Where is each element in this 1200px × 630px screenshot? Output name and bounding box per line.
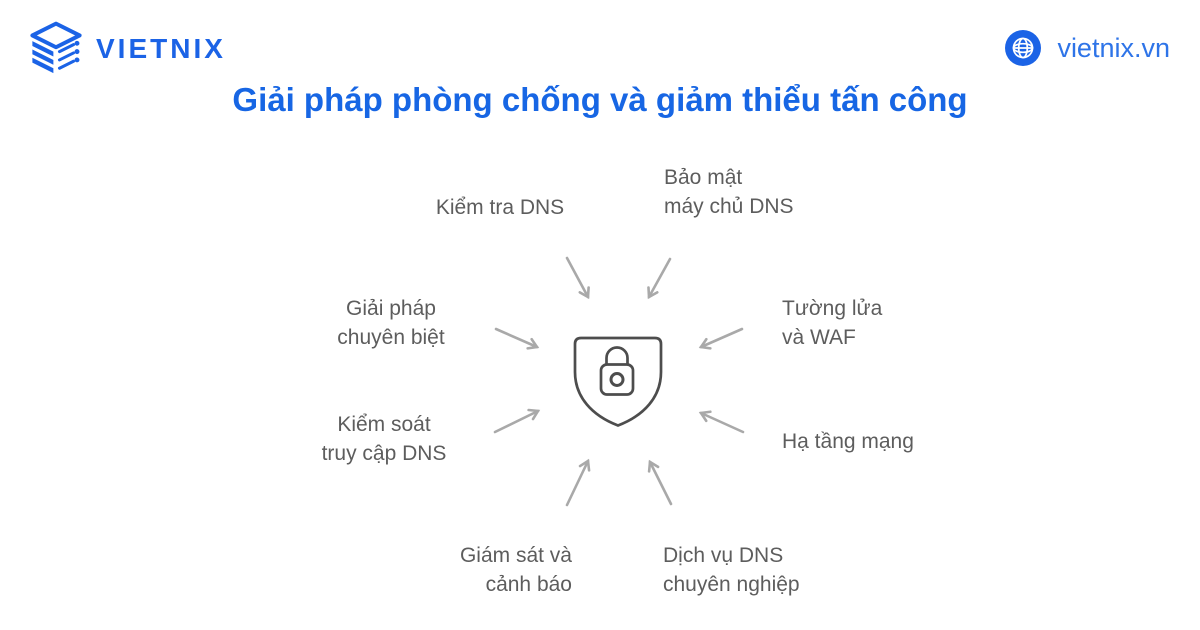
lock-body xyxy=(599,363,635,396)
page-title: Giải pháp phòng chống và giảm thiểu tấn … xyxy=(232,81,968,118)
arrow-kiem-soat-truy-cap-dns xyxy=(493,408,541,434)
arrow-giai-phap-chuyen-biet xyxy=(494,327,540,350)
diagram-label-dich-vu-dns-chuyen-nghiep: Dịch vụ DNS chuyên nghiệp xyxy=(663,544,800,596)
diagram-label-giai-phap-chuyen-biet: Giải pháp chuyên biệt xyxy=(337,297,445,349)
lock-shackle xyxy=(605,346,629,365)
arrow-bao-mat-may-chu-dns xyxy=(647,257,672,300)
shield-lock-icon xyxy=(573,336,663,427)
arrow-ha-tang-mang xyxy=(698,410,745,434)
vietnix-logo-text: VIETNIX xyxy=(96,33,226,64)
diagram-label-giam-sat-va-canh-bao: Giám sát và cảnh báo xyxy=(459,544,572,596)
lock-keyhole xyxy=(609,372,625,387)
diagram-label-ha-tang-mang: Hạ tầng mạng xyxy=(782,430,914,453)
diagram-label-kiem-soat-truy-cap-dns: Kiểm soát truy cập DNS xyxy=(321,413,447,465)
website-link: vietnix.vn xyxy=(1005,30,1170,66)
diagram-label-bao-mat-may-chu-dns: Bảo mật máy chủ DNS xyxy=(664,166,794,218)
website-text: vietnix.vn xyxy=(1057,32,1170,63)
arrow-kiem-tra-dns xyxy=(565,256,590,300)
diagram-arrows xyxy=(493,256,745,507)
globe-icon xyxy=(1005,30,1042,66)
arrow-giam-sat-va-canh-bao xyxy=(565,458,591,507)
vietnix-logo-icon xyxy=(30,21,82,74)
arrow-dich-vu-dns-chuyen-nghiep xyxy=(647,459,673,506)
vietnix-logo: VIETNIX xyxy=(28,20,226,78)
diagram-label-tuong-lua-va-waf: Tường lửa và WAF xyxy=(782,297,883,349)
arrow-tuong-lua-va-waf xyxy=(698,327,744,350)
shield-outline xyxy=(573,336,663,427)
diagram-label-kiem-tra-dns: Kiểm tra DNS xyxy=(435,196,565,219)
